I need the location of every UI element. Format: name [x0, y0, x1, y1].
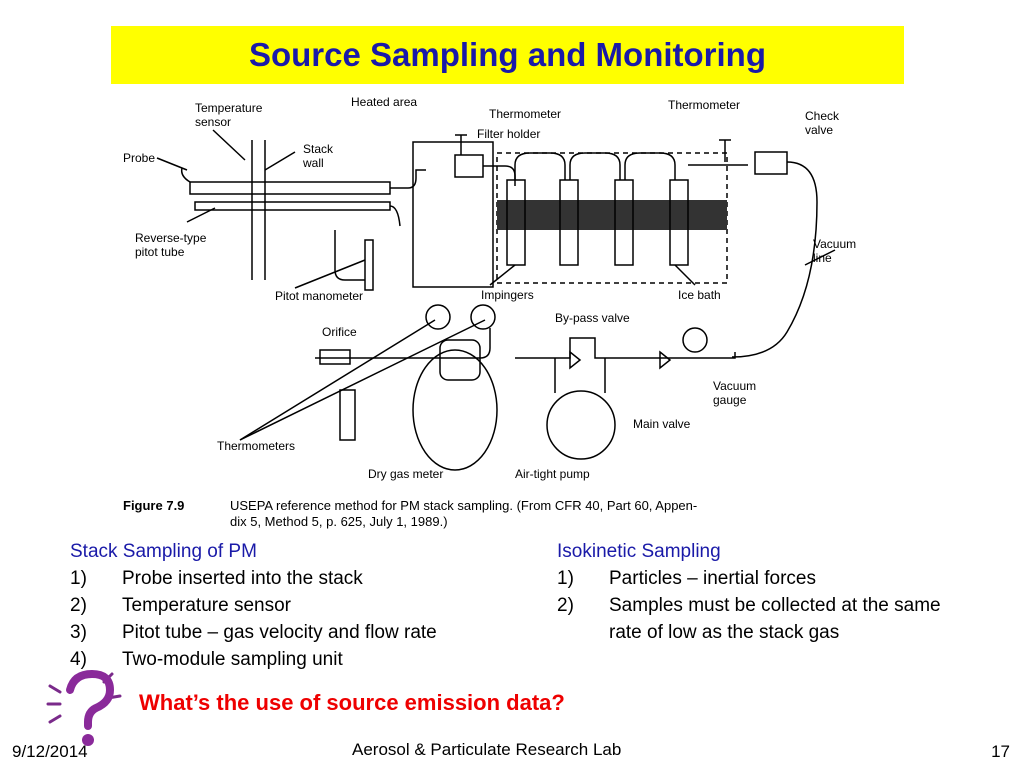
thermometer-gauge-right	[470, 304, 496, 330]
label-thermometer-right: Thermometer	[668, 98, 740, 112]
footer-page-number: 17	[991, 742, 1010, 761]
pitot-tube-shape	[194, 201, 391, 211]
probe-shape	[189, 181, 391, 195]
air-tight-pump-shape	[546, 390, 616, 460]
item-text: Probe inserted into the stack	[122, 568, 363, 589]
label-heated-area: Heated area	[351, 95, 417, 109]
item-number: 3)	[70, 622, 87, 643]
item-text: Temperature sensor	[122, 595, 291, 616]
list-item: 1) Probe inserted into the stack	[70, 565, 540, 592]
footer-date: 9/12/2014	[12, 742, 88, 761]
check-valve-shape	[754, 151, 788, 175]
label-pitot-tube: pitot tube	[135, 245, 185, 259]
label-vacuum-gauge-1: Vacuum	[713, 379, 756, 393]
label-filter-holder: Filter holder	[477, 127, 540, 141]
label-sensor: sensor	[195, 115, 231, 129]
label-vacuum-gauge-2: gauge	[713, 393, 747, 407]
label-main-valve: Main valve	[633, 417, 691, 431]
dry-gas-meter-shape	[412, 349, 498, 471]
list-item: 3) Pitot tube – gas velocity and flow rat…	[70, 619, 540, 646]
isokinetic-sampling-items: 1) Particles – inertial forces 2) Samples …	[557, 565, 977, 646]
slide-title: Source Sampling and Monitoring	[248, 36, 766, 73]
stack-sampling-items: 1) Probe inserted into the stack 2) Temper…	[70, 565, 540, 673]
list-item: 1) Particles – inertial forces	[557, 565, 977, 592]
footer-lab-name: Aerosol & Particulate Research Lab	[352, 740, 622, 759]
label-vacuum: Vacuum	[813, 237, 856, 251]
item-number: 1)	[557, 568, 574, 589]
list-item: 2) Temperature sensor	[70, 592, 540, 619]
item-text: Particles – inertial forces	[609, 568, 816, 589]
impingers-group	[506, 152, 689, 266]
label-line: line	[813, 251, 832, 265]
label-dry-gas-meter: Dry gas meter	[368, 467, 443, 481]
vacuum-gauge-shape	[682, 327, 708, 353]
filter-holder-shape	[454, 154, 484, 178]
label-orifice: Orifice	[322, 325, 357, 339]
label-impingers: Impingers	[481, 288, 534, 302]
main-valve-shape	[659, 350, 672, 370]
item-number: 4)	[70, 649, 87, 670]
bypass-valve-shape	[569, 350, 582, 370]
figure-caption-line1: USEPA reference method for PM stack samp…	[230, 498, 697, 513]
label-ice-bath: Ice bath	[678, 288, 721, 302]
item-number: 2)	[557, 595, 574, 616]
thermometer-gauge-left	[425, 304, 451, 330]
heated-box	[412, 141, 494, 288]
item-number: 1)	[70, 568, 87, 589]
label-stack: Stack	[303, 142, 334, 156]
label-probe: Probe	[123, 151, 155, 165]
list-item: 2) Samples must be collected at the same …	[557, 592, 977, 646]
item-text: Samples must be collected at the same ra…	[609, 595, 941, 643]
label-thermometers: Thermometers	[217, 439, 295, 453]
figure-caption-line2: dix 5, Method 5, p. 625, July 1, 1989.)	[230, 514, 448, 529]
item-text: Pitot tube – gas velocity and flow rate	[122, 622, 437, 643]
isokinetic-sampling-list: Isokinetic Sampling 1) Particles – inerti…	[557, 538, 977, 646]
item-text: Two-module sampling unit	[122, 649, 343, 670]
figure-caption-label: Figure 7.9	[123, 498, 184, 513]
list-item: 4) Two-module sampling unit	[70, 646, 540, 673]
label-pitot-manometer: Pitot manometer	[275, 289, 363, 303]
question-mark-icon	[42, 668, 134, 748]
label-temperature: Temperature	[195, 101, 263, 115]
item-number: 2)	[70, 595, 87, 616]
stack-sampling-heading: Stack Sampling of PM	[70, 541, 257, 562]
label-check: Check	[805, 109, 840, 123]
label-bypass-valve: By-pass valve	[555, 311, 630, 325]
label-valve: valve	[805, 123, 833, 137]
label-air-tight-pump: Air-tight pump	[515, 467, 590, 481]
label-thermometer-left: Thermometer	[489, 107, 561, 121]
vacuum-line-path	[731, 161, 818, 358]
title-banner: Source Sampling and Monitoring	[111, 26, 904, 84]
stack-sampling-list: Stack Sampling of PM 1) Probe inserted in…	[70, 538, 540, 673]
isokinetic-sampling-heading: Isokinetic Sampling	[557, 541, 721, 562]
label-wall: wall	[302, 156, 324, 170]
sampling-train-figure: Temperature sensor Heated area Thermomet…	[115, 90, 905, 535]
sampling-train-diagram: Temperature sensor Heated area Thermomet…	[123, 95, 856, 529]
question-text: What’s the use of source emission data?	[139, 690, 565, 715]
label-reverse-type: Reverse-type	[135, 231, 207, 245]
